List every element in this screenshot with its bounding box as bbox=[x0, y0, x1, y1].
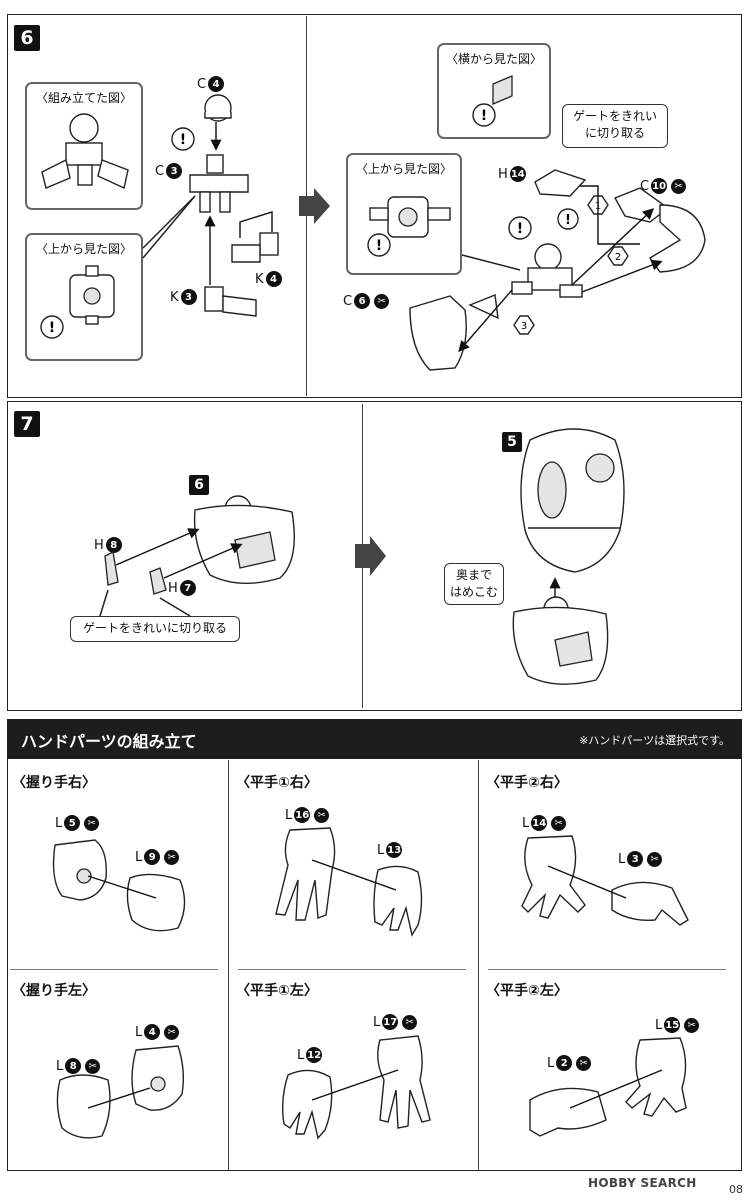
hands-row-divider-3 bbox=[488, 969, 726, 970]
page-number: 08 bbox=[729, 1183, 743, 1196]
top-view-left-art bbox=[69, 265, 115, 325]
hand-flat1-left bbox=[281, 1035, 431, 1140]
hand-grip-right bbox=[52, 839, 186, 932]
top-view-title-right: 〈上から見た図〉 bbox=[355, 162, 452, 176]
section-title-flat1-left: 〈平手①左〉 bbox=[236, 983, 318, 999]
nipper-icon: ✂ bbox=[647, 851, 663, 867]
section-title-grip-left: 〈握り手左〉 bbox=[12, 983, 96, 999]
hand-grip-left bbox=[56, 1045, 185, 1139]
nipper-icon: ✂ bbox=[84, 815, 100, 831]
assembled-joint-art bbox=[41, 113, 129, 189]
part-k3 bbox=[204, 286, 257, 317]
step7-assembly-right bbox=[512, 596, 609, 685]
section-title-grip-right: 〈握り手右〉 bbox=[12, 775, 96, 791]
part-k4 bbox=[231, 232, 279, 263]
nipper-icon: ✂ bbox=[684, 1017, 700, 1033]
order-mark-3: 3 bbox=[513, 315, 535, 335]
ref-part-5: 5 bbox=[502, 432, 522, 452]
caution-icon: ! bbox=[40, 315, 64, 339]
caution-icon: ! bbox=[508, 216, 532, 240]
gate-cut-note-step6: ゲートをきれい に切り取る bbox=[562, 104, 668, 148]
caution-icon: ! bbox=[171, 127, 195, 151]
next-arrow-icon bbox=[299, 188, 330, 224]
caution-icon: ! bbox=[557, 208, 579, 230]
nipper-icon: ✂ bbox=[576, 1055, 592, 1071]
hand-parts-banner: ハンドパーツの組み立て ※ハンドパーツは選択式です。 bbox=[7, 719, 742, 759]
step6-number: 6 bbox=[14, 25, 40, 51]
hands-row-divider-2 bbox=[238, 969, 466, 970]
next-arrow-icon bbox=[355, 536, 386, 576]
svg-text:!: ! bbox=[565, 213, 571, 228]
top-view-title-left: 〈上から見た図〉 bbox=[35, 242, 132, 256]
svg-text:2: 2 bbox=[615, 252, 621, 263]
section-title-flat2-right: 〈平手②右〉 bbox=[486, 775, 568, 791]
top-view-right-art bbox=[369, 196, 451, 238]
hand-flat2-left bbox=[529, 1037, 687, 1137]
push-in-note: 奥まで はめこむ bbox=[444, 563, 504, 605]
section-title-flat2-left: 〈平手②左〉 bbox=[486, 983, 568, 999]
nipper-icon: ✂ bbox=[671, 178, 687, 194]
part-c4-ball bbox=[204, 94, 232, 122]
caution-icon: ! bbox=[472, 103, 496, 127]
nipper-icon: ✂ bbox=[85, 1058, 101, 1074]
ref-part-6: 6 bbox=[189, 475, 209, 495]
order-mark-2: 2 bbox=[607, 246, 629, 266]
hand-parts-title: ハンドパーツの組み立て bbox=[21, 732, 197, 751]
assembled-view-box: 〈組み立てた図〉 bbox=[25, 82, 143, 210]
nipper-icon: ✂ bbox=[551, 815, 567, 831]
svg-text:!: ! bbox=[180, 132, 186, 148]
hand-flat1-right bbox=[275, 827, 423, 937]
section-title-flat1-right: 〈平手①右〉 bbox=[236, 775, 318, 791]
part-c3-joint bbox=[189, 154, 249, 213]
hands-panel bbox=[7, 759, 742, 1171]
hands-row-divider-1 bbox=[10, 969, 218, 970]
nipper-icon: ✂ bbox=[164, 1024, 180, 1040]
side-view-title: 〈横から見た図〉 bbox=[445, 52, 542, 66]
nipper-icon: ✂ bbox=[164, 849, 180, 865]
step7-torso-part-5 bbox=[520, 428, 625, 573]
svg-text:!: ! bbox=[376, 238, 382, 254]
gate-cut-note-step7: ゲートをきれいに切り取る bbox=[70, 616, 240, 642]
caution-icon: ! bbox=[367, 233, 391, 257]
nipper-icon: ✂ bbox=[374, 293, 390, 309]
step7-number: 7 bbox=[14, 411, 40, 437]
watermark: HOBBY SEARCH bbox=[588, 1176, 697, 1190]
nipper-icon: ✂ bbox=[402, 1014, 418, 1030]
hand-flat2-right bbox=[521, 835, 689, 926]
hands-divider-1 bbox=[228, 760, 229, 1170]
step6-joint-art bbox=[511, 243, 583, 298]
svg-text:3: 3 bbox=[521, 321, 527, 332]
nipper-icon: ✂ bbox=[314, 807, 330, 823]
hand-parts-note: ※ハンドパーツは選択式です。 bbox=[579, 734, 730, 747]
step7-assembly-left bbox=[193, 495, 295, 585]
svg-text:!: ! bbox=[517, 221, 523, 237]
hands-divider-2 bbox=[478, 760, 479, 1170]
assembled-view-title: 〈組み立てた図〉 bbox=[35, 91, 132, 105]
svg-text:!: ! bbox=[481, 108, 487, 124]
svg-text:!: ! bbox=[49, 320, 55, 336]
